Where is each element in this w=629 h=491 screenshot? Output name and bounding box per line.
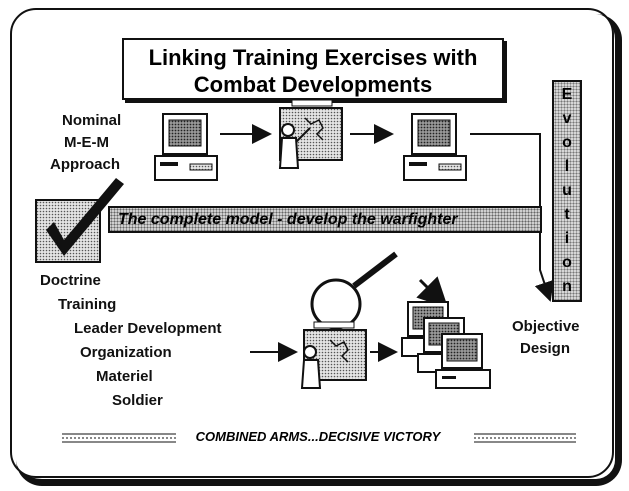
footer-rules	[62, 433, 576, 443]
evolution-letter: n	[562, 278, 572, 295]
evolution-letter: v	[562, 110, 572, 127]
dotmls-leader-development: Leader Development	[74, 320, 222, 337]
checkmark-icon	[35, 178, 124, 263]
computer-icon	[403, 113, 467, 181]
dotmls-soldier: Soldier	[112, 392, 163, 409]
warfighter-banner: The complete model - develop the warfigh…	[108, 206, 542, 233]
person-at-board-icon	[300, 321, 367, 389]
footer: COMBINED ARMS...DECISIVE VICTORY	[60, 428, 576, 446]
objective-label-line-1: Objective	[512, 318, 580, 335]
slide-frame	[10, 8, 614, 478]
evolution-letter: o	[562, 134, 572, 151]
magnifier-icon	[310, 251, 398, 330]
computer-stack-icon	[401, 301, 491, 389]
title-line-2: Combat Developments	[193, 72, 433, 97]
evolution-letter: i	[564, 230, 570, 247]
computer-icon	[154, 113, 218, 181]
nominal-label-line-3: Approach	[50, 156, 121, 173]
evolution-letter: l	[564, 158, 570, 175]
objective-label-line-2: Design	[520, 340, 571, 357]
evolution-letter: t	[564, 206, 570, 223]
nominal-label-line-1: Nominal	[62, 112, 122, 129]
footer-text: COMBINED ARMS...DECISIVE VICTORY	[191, 429, 445, 444]
dotmls-organization: Organization	[80, 344, 172, 361]
dotmls-doctrine: Doctrine	[40, 272, 101, 289]
arrow-to-objective	[470, 133, 554, 302]
title-box: Linking Training Exercises with Combat D…	[122, 38, 504, 100]
evolution-letter: o	[562, 254, 572, 271]
evolution-letter: u	[562, 182, 572, 199]
dotmls-materiel: Materiel	[96, 368, 153, 385]
slide-frame-shadow	[16, 14, 622, 486]
nominal-label-line-2: M-E-M	[64, 134, 109, 151]
title-line-1: Linking Training Exercises with	[148, 45, 478, 70]
evolution-letter: E	[561, 86, 573, 103]
person-at-board-icon	[278, 99, 343, 169]
dotmls-training: Training	[58, 296, 117, 313]
